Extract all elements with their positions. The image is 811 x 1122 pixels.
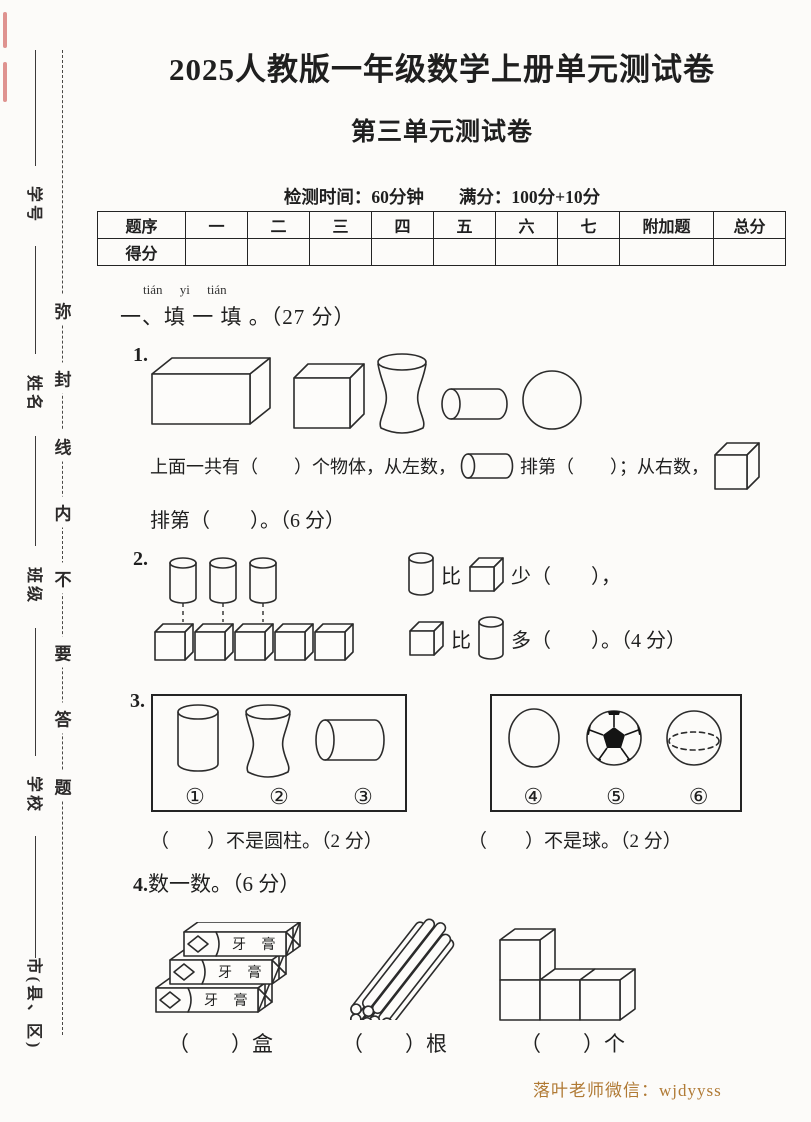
sphere-shape bbox=[522, 370, 582, 430]
cylinder-icon bbox=[460, 453, 514, 479]
cube-icon bbox=[469, 557, 504, 592]
cylinder-icon bbox=[478, 616, 504, 660]
cube-shape bbox=[499, 928, 636, 1021]
q1-answer-line-1: 上面一共有（ ）个物体，从左数， 排第（ ）；从右数， bbox=[150, 438, 763, 494]
cylinder-shape bbox=[441, 388, 508, 420]
pinyin-annotation: tián yi tián bbox=[143, 282, 227, 297]
q4-number: 4. bbox=[133, 874, 148, 896]
section-1-heading: 一、填 一 填 。（27 分） bbox=[120, 305, 356, 329]
fill-line bbox=[35, 436, 36, 546]
seal-char: 线 bbox=[53, 430, 73, 462]
toothpaste-label: 牙 膏 bbox=[204, 992, 254, 1009]
seal-char: 题 bbox=[53, 770, 73, 802]
q2-matching-diagram bbox=[154, 557, 354, 661]
q2-text-duo: 多（ ）。（4 分） bbox=[511, 629, 686, 652]
seal-char: 要 bbox=[53, 636, 73, 668]
seal-char: 内 bbox=[53, 496, 73, 528]
q4-toothpaste-boxes: 牙 膏 牙 膏 牙 膏 bbox=[155, 922, 301, 1013]
match-dashed-lines bbox=[182, 603, 264, 622]
q2-text-bi: 比 bbox=[441, 565, 461, 588]
q2-statement-2: 比 多（ ）。（4 分） bbox=[408, 614, 686, 662]
cylinder-horizontal-shape bbox=[315, 719, 385, 761]
cell-defen: 得分 bbox=[97, 238, 186, 266]
cylinder-shape bbox=[177, 704, 219, 772]
q3-answer-left: （ ）不是圆柱。（2 分） bbox=[150, 831, 383, 852]
q3-right-shapes bbox=[508, 708, 722, 768]
stick-ends bbox=[350, 1003, 393, 1020]
q1-number: 1. bbox=[133, 344, 148, 366]
seal-char: 封 bbox=[53, 362, 73, 394]
page-title: 2025人教版一年级数学上册单元测试卷 bbox=[169, 52, 715, 87]
toothpaste-label: 牙 膏 bbox=[232, 936, 282, 953]
q1-text-b: 排第（ ）；从右数， bbox=[520, 457, 709, 477]
q4-title: 数一数。（6 分） bbox=[148, 872, 301, 896]
q3-answer-right: （ ）不是球。（2 分） bbox=[468, 831, 682, 852]
cell-tixu: 题序 bbox=[97, 211, 186, 239]
cube-shape bbox=[293, 363, 365, 429]
q3-left-box: ① ② ③ bbox=[151, 694, 407, 812]
table-row-score: 得分 bbox=[97, 238, 786, 266]
sidebar-label-class: 班级 bbox=[25, 566, 42, 606]
q1-shapes-strip bbox=[151, 353, 582, 434]
q3-right-box: ④ ⑤ ⑥ bbox=[490, 694, 742, 812]
cylinder-icon bbox=[408, 552, 434, 596]
q4-answer-box: （ ）盒 bbox=[168, 1032, 273, 1056]
seal-dashed-line bbox=[62, 50, 63, 1035]
seal-char: 弥 bbox=[53, 294, 73, 326]
q1-text-a: 上面一共有（ ）个物体，从左数， bbox=[150, 457, 456, 477]
toothpaste-label: 牙 膏 bbox=[218, 964, 268, 981]
label-6: ⑥ bbox=[688, 784, 709, 809]
q2-statement-1: 比 少（ ）， bbox=[408, 550, 621, 598]
circle-shape bbox=[508, 708, 560, 768]
fill-line bbox=[35, 246, 36, 354]
q3-left-shapes bbox=[177, 704, 385, 778]
sidebar-label-student-no: 学号 bbox=[25, 185, 42, 225]
q3-left-labels: ① ② ③ bbox=[153, 784, 405, 810]
vase-shape bbox=[377, 353, 427, 434]
q4-sticks-bundle bbox=[350, 918, 455, 1020]
q3-right-labels: ④ ⑤ ⑥ bbox=[492, 784, 740, 810]
scan-mark bbox=[3, 12, 7, 48]
label-4: ④ bbox=[523, 784, 544, 809]
fill-line bbox=[35, 836, 36, 958]
sphere-shape bbox=[666, 710, 722, 766]
table-row-header: 题序 一 二 三 四 五 六 七 附加题 总分 bbox=[97, 211, 786, 239]
teacher-wechat-watermark: 落叶老师微信：wjdyyss bbox=[533, 1081, 722, 1100]
q4-answer-stick: （ ）根 bbox=[342, 1032, 447, 1056]
cuboid-shape bbox=[151, 357, 271, 425]
scan-mark bbox=[3, 62, 7, 102]
fill-line bbox=[35, 50, 36, 166]
q2-number: 2. bbox=[133, 548, 148, 570]
q4-answer-cube: （ ）个 bbox=[520, 1032, 625, 1056]
exam-info-line: 检测时间：60分钟 满分：100分+10分 bbox=[283, 187, 601, 207]
sidebar-label-school: 学校 bbox=[25, 775, 42, 815]
fill-line bbox=[35, 628, 36, 756]
cube-icon bbox=[714, 442, 760, 490]
page-subtitle: 第三单元测试卷 bbox=[350, 119, 533, 146]
label-2: ② bbox=[269, 784, 289, 809]
cube-icon bbox=[409, 621, 444, 656]
label-3: ③ bbox=[353, 784, 373, 809]
q2-text-shao: 少（ ）， bbox=[511, 565, 621, 588]
cylinder-shape bbox=[169, 557, 277, 604]
seal-char: 答 bbox=[53, 702, 73, 734]
stick bbox=[350, 918, 455, 1020]
cube-shape bbox=[154, 623, 354, 661]
soccer-ball-shape bbox=[586, 710, 642, 766]
score-table: 题序 一 二 三 四 五 六 七 附加题 总分 得分 bbox=[97, 211, 786, 266]
seal-char: 不 bbox=[53, 562, 73, 594]
q1-answer-line-2: 排第（ ）。（6 分） bbox=[150, 510, 345, 532]
vase-shape bbox=[245, 704, 291, 778]
label-1: ① bbox=[185, 784, 205, 809]
sidebar-label-name: 姓名 bbox=[25, 374, 42, 414]
q4-heading: 4.数一数。（6 分） bbox=[133, 868, 300, 898]
q4-cube-stack bbox=[499, 928, 636, 1021]
q3-number: 3. bbox=[130, 690, 145, 712]
toothpaste-box: 牙 膏 bbox=[183, 922, 301, 957]
label-5: ⑤ bbox=[606, 784, 626, 809]
q2-text-bi: 比 bbox=[451, 629, 471, 652]
sidebar-label-city: 市(县、区) bbox=[25, 957, 42, 1051]
